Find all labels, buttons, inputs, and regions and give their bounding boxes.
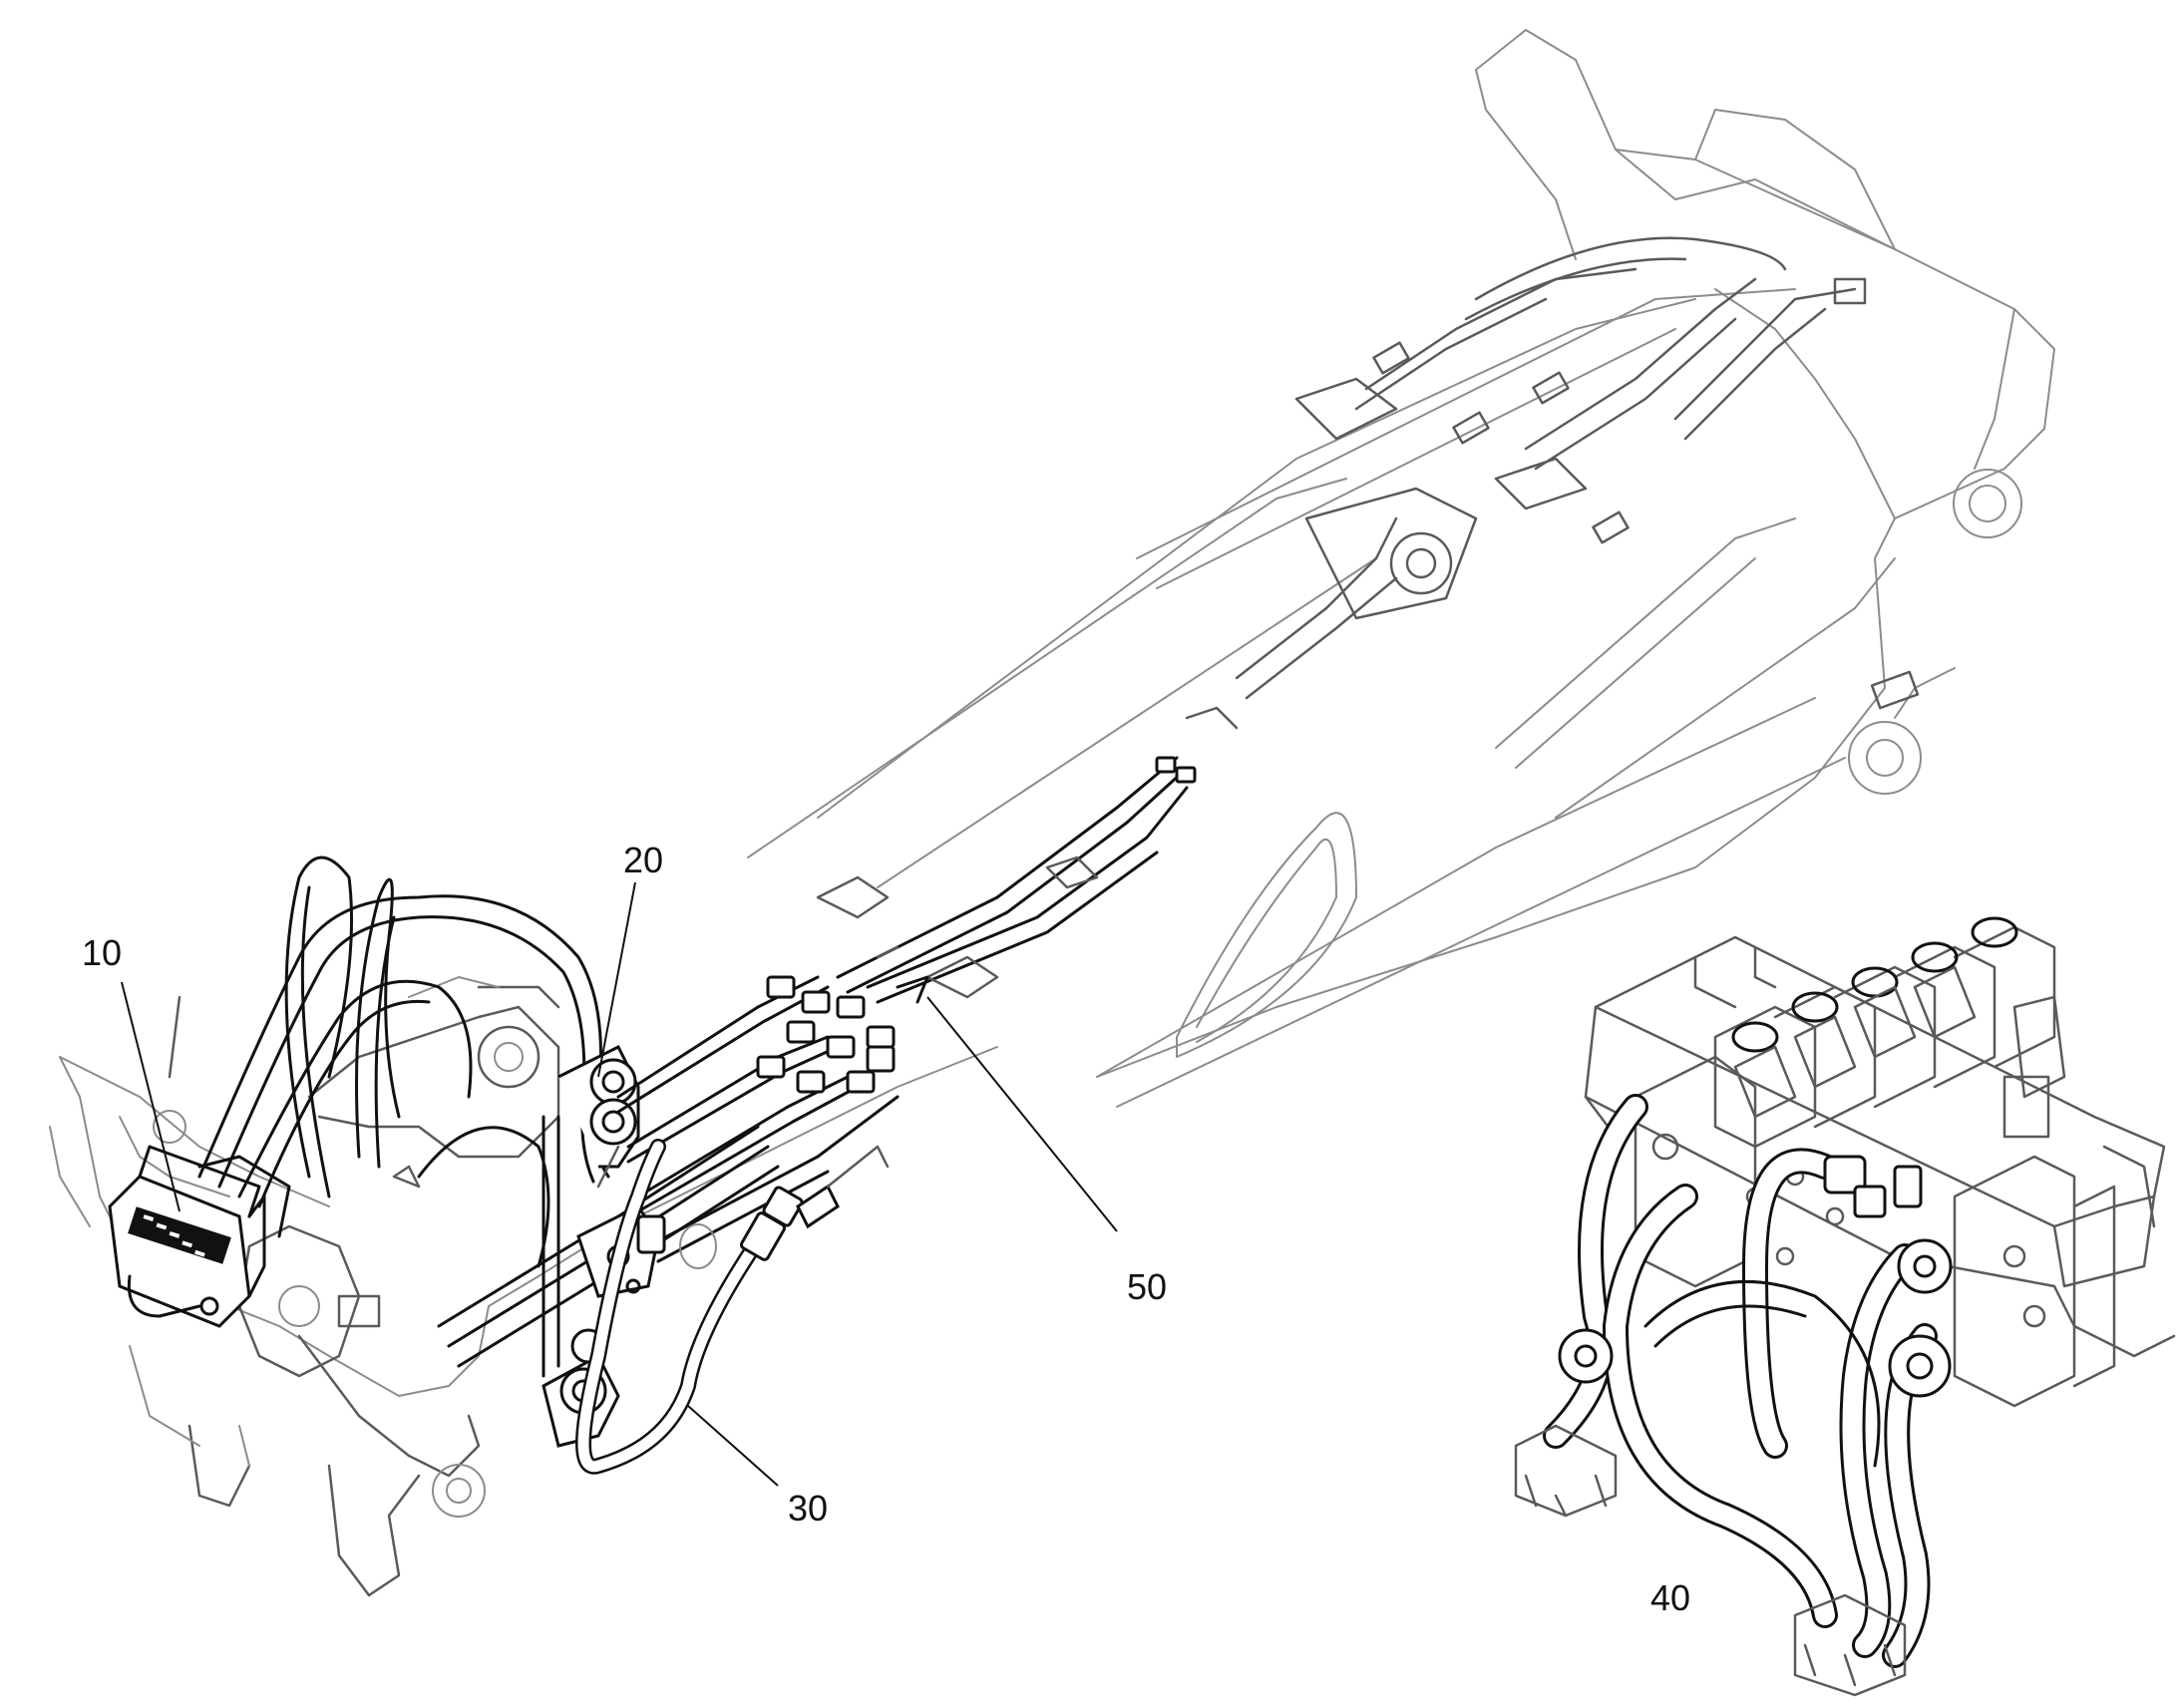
callout-labels: 10 20 30 40 50 <box>82 840 1690 1618</box>
leader-lines <box>121 881 1118 1487</box>
control-valve-assembly-item-40 <box>1514 916 2176 1697</box>
callout-20: 20 <box>623 840 663 880</box>
arrow-item-50 <box>896 975 929 1004</box>
callout-40: 40 <box>1650 1577 1690 1618</box>
leader-10 <box>121 981 181 1212</box>
callout-50: 50 <box>1127 1266 1167 1307</box>
upper-boom-hoses <box>1235 236 1867 700</box>
leader-20 <box>597 881 636 1078</box>
boom-arm-outline <box>747 29 2055 1108</box>
callout-10: 10 <box>82 932 122 973</box>
leader-30 <box>687 1405 779 1487</box>
boom-hose-bundle <box>596 706 1239 1263</box>
valve-block-item-10 <box>108 1145 291 1328</box>
leader-50 <box>926 996 1118 1232</box>
callout-30: 30 <box>788 1488 828 1529</box>
solenoid-valves <box>1713 916 2066 1266</box>
coupler-hoses <box>197 855 780 1368</box>
hose-item-30 <box>575 1139 890 1475</box>
